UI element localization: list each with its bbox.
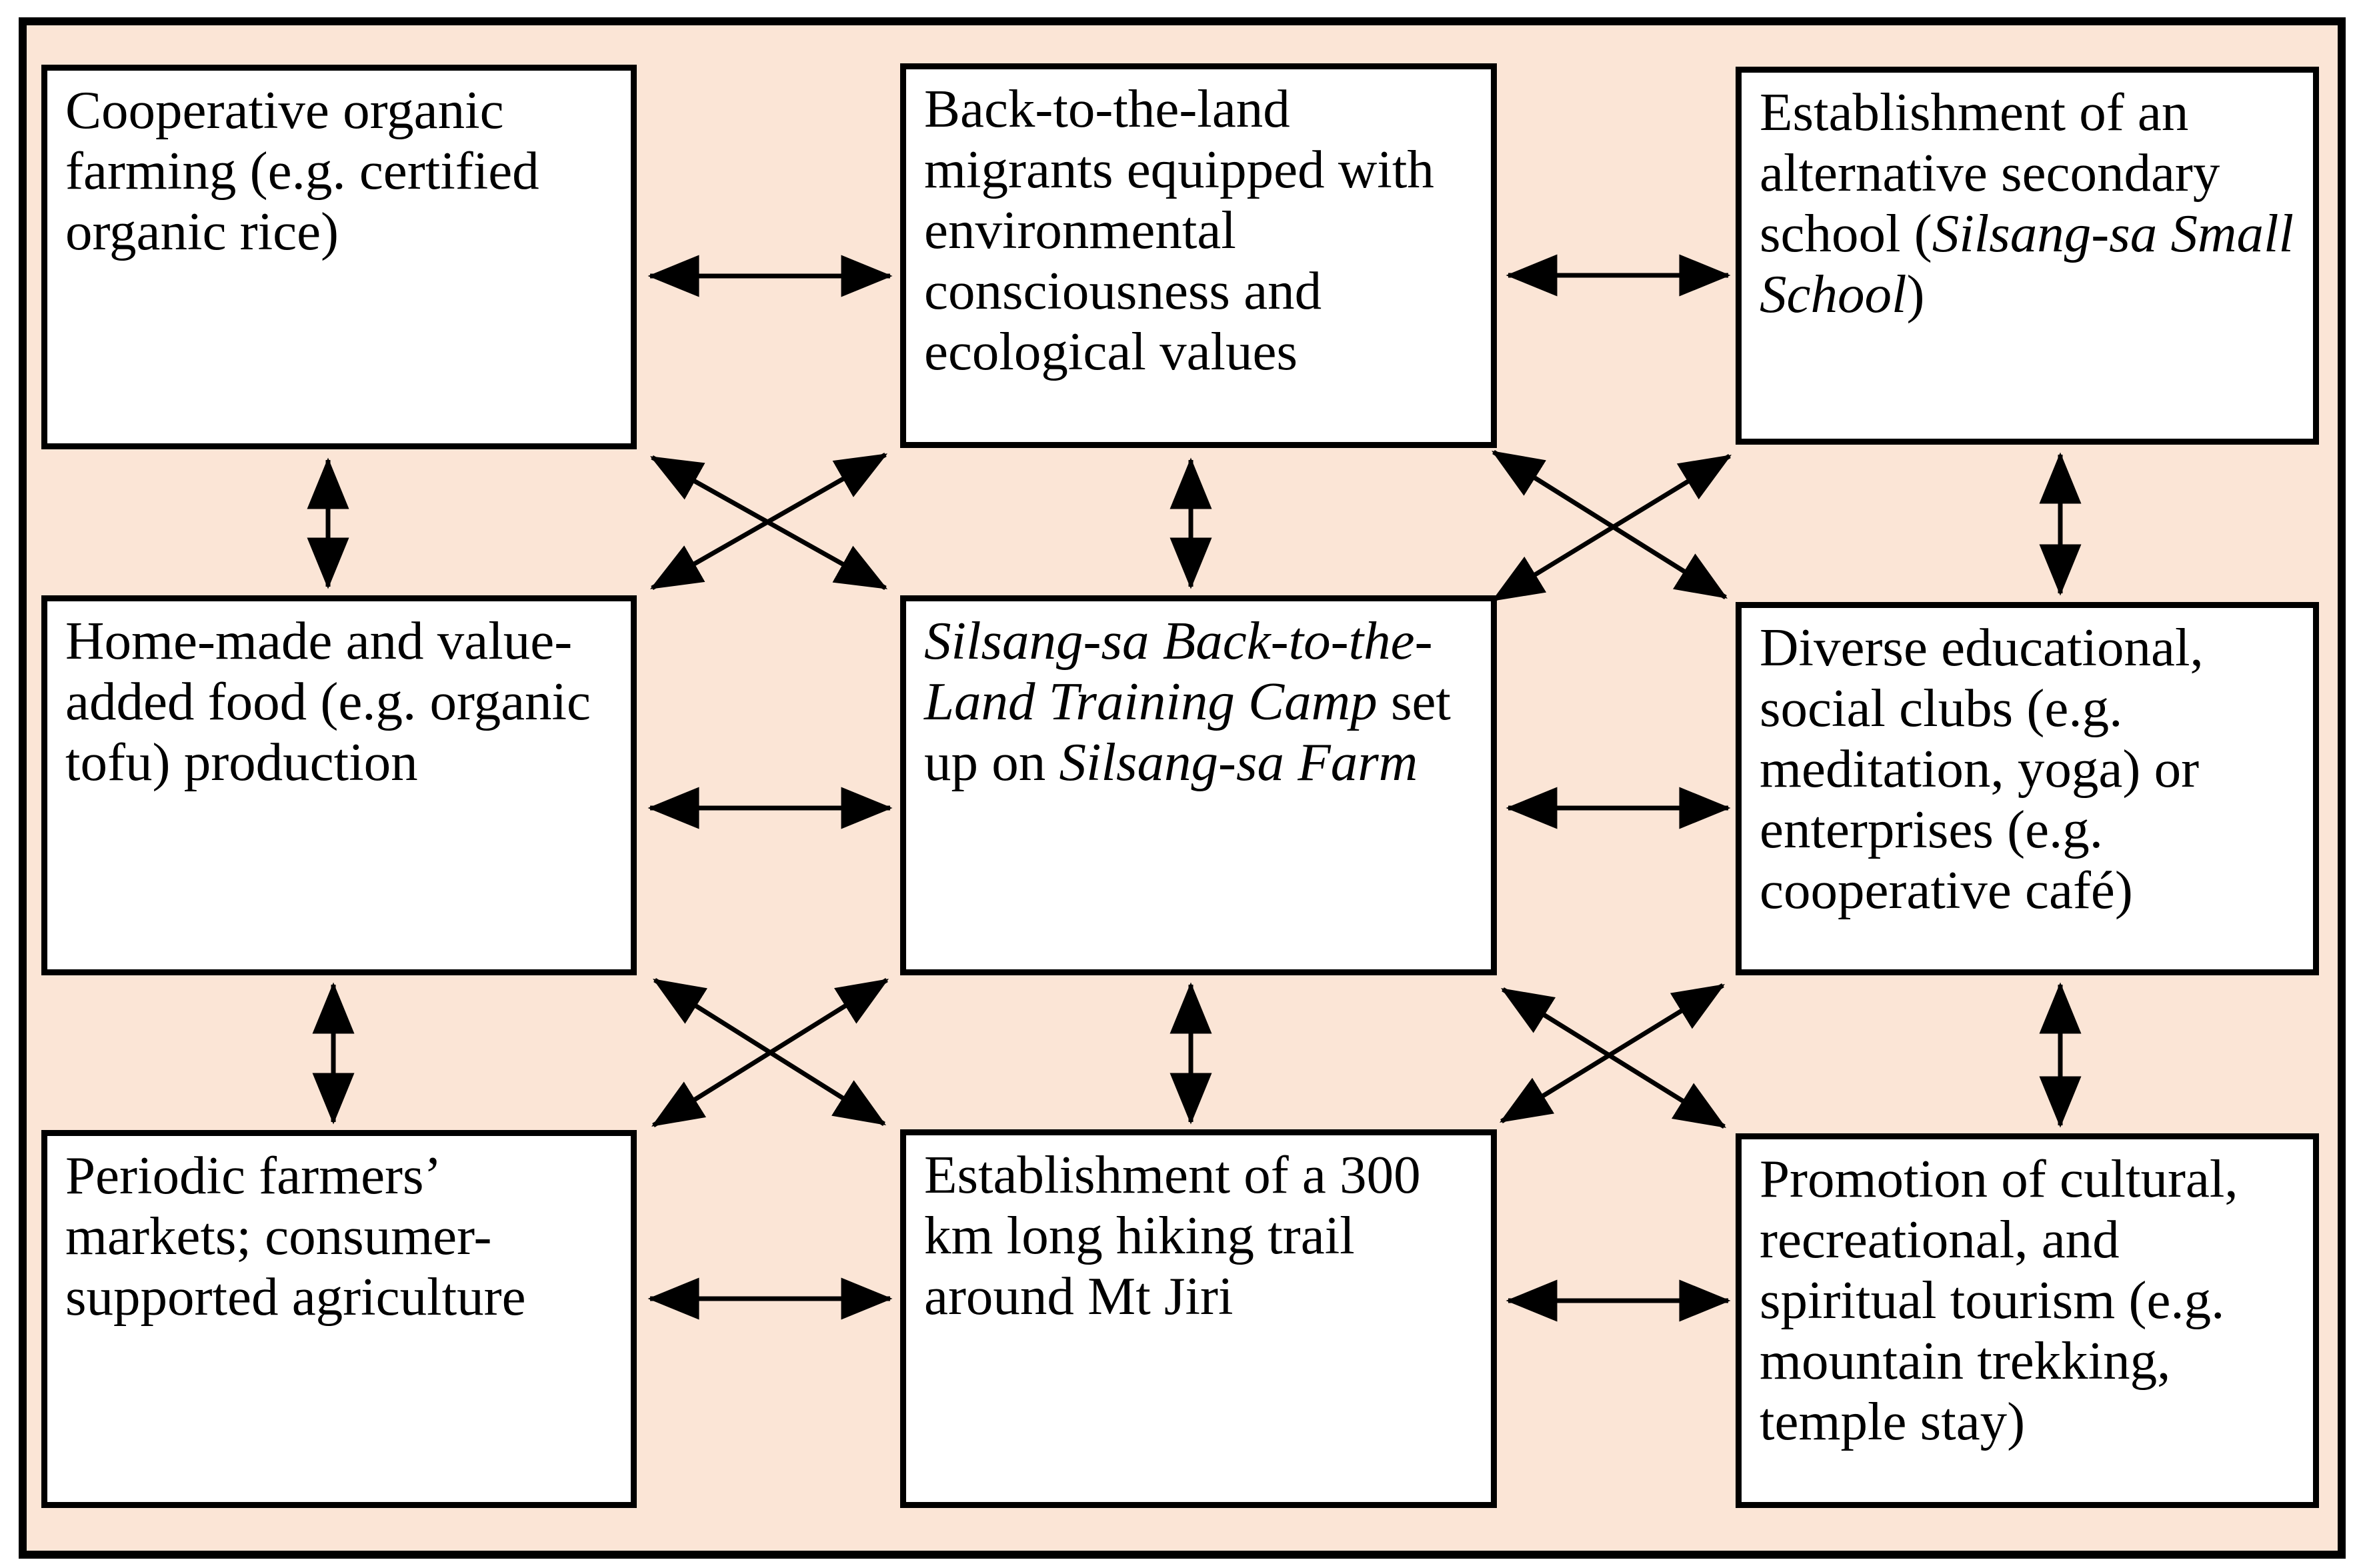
box-bottom-right: Promotion of cultural, recreational, and…	[1736, 1133, 2319, 1508]
box-text: Diverse educational, social clubs (e.g. …	[1760, 617, 2204, 920]
box-text: Periodic farmers’ markets; consumer-supp…	[65, 1145, 526, 1327]
box-middle-left: Home-made and value-added food (e.g. org…	[41, 595, 637, 975]
box-text: Back-to-the-land migrants equipped with …	[924, 79, 1434, 381]
box-text: Home-made and value-added food (e.g. org…	[65, 611, 591, 792]
box-center: Silsang-sa Back-to-the-Land Training Cam…	[900, 595, 1497, 975]
box-top-right: Establishment of an alternative secondar…	[1736, 67, 2319, 445]
box-text: Cooperative organic farming (e.g. certif…	[65, 80, 539, 261]
box-bottom-center: Establishment of a 300 km long hiking tr…	[900, 1129, 1497, 1508]
box-text: Establishment of a 300 km long hiking tr…	[924, 1145, 1421, 1326]
box-middle-right: Diverse educational, social clubs (e.g. …	[1736, 602, 2319, 975]
box-text: Establishment of an alternative secondar…	[1760, 82, 2294, 324]
box-bottom-left: Periodic farmers’ markets; consumer-supp…	[41, 1130, 637, 1508]
box-text: Promotion of cultural, recreational, and…	[1760, 1149, 2238, 1451]
box-text: Silsang-sa Back-to-the-Land Training Cam…	[924, 611, 1451, 792]
box-top-left: Cooperative organic farming (e.g. certif…	[41, 65, 637, 449]
box-top-center: Back-to-the-land migrants equipped with …	[900, 63, 1497, 448]
